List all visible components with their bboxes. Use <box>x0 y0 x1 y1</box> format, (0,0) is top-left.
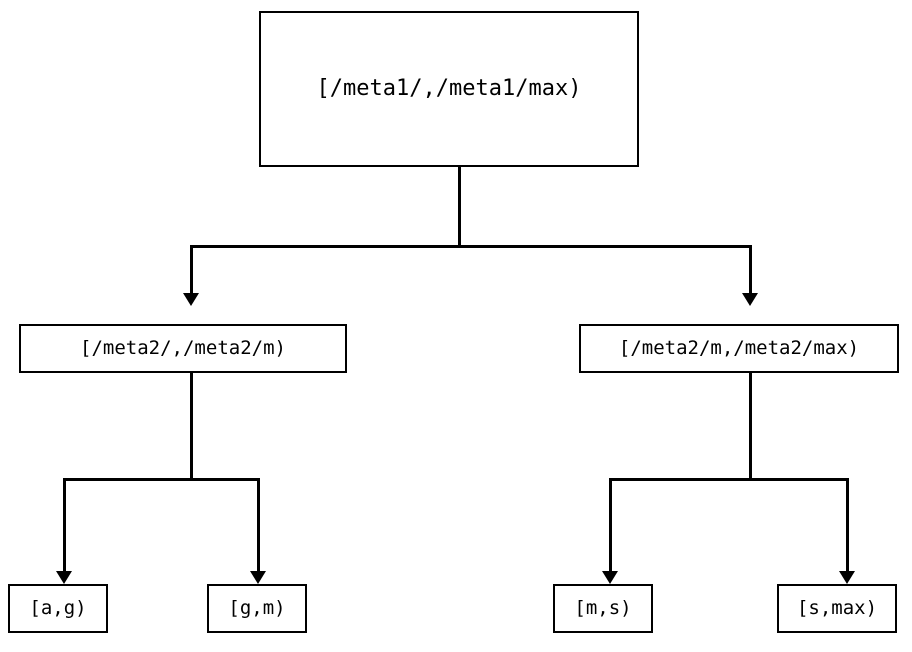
node-leaf-gm-label: [g,m) <box>228 597 286 619</box>
edge-root-to-mid-right <box>749 245 752 293</box>
edge-mid-left-to-leaf-gm <box>257 478 260 571</box>
node-leaf-gm[interactable]: [g,m) <box>207 584 307 633</box>
node-mid-right[interactable]: [/meta2/m,/meta2/max) <box>579 324 899 373</box>
arrowhead-leaf-gm-icon <box>250 571 266 584</box>
node-mid-left-label: [/meta2/,/meta2/m) <box>80 337 286 359</box>
edge-mid-right-stem <box>749 373 752 480</box>
node-leaf-ag-label: [a,g) <box>29 597 87 619</box>
node-leaf-ms[interactable]: [m,s) <box>553 584 653 633</box>
node-root-label: [/meta1/,/meta1/max) <box>316 76 582 101</box>
edge-mid-right-to-leaf-smax <box>846 478 849 571</box>
edge-left-subtree-bus <box>63 478 260 481</box>
node-mid-right-label: [/meta2/m,/meta2/max) <box>618 337 860 359</box>
edge-mid-right-to-leaf-ms <box>609 478 612 571</box>
node-leaf-ms-label: [m,s) <box>574 597 632 619</box>
edge-root-stem <box>458 167 461 246</box>
node-root[interactable]: [/meta1/,/meta1/max) <box>259 11 639 167</box>
edge-level1-bus <box>190 245 751 248</box>
edge-mid-left-to-leaf-ag <box>63 478 66 571</box>
arrowhead-leaf-ag-icon <box>56 571 72 584</box>
arrowhead-leaf-smax-icon <box>839 571 855 584</box>
edge-root-to-mid-left <box>190 245 193 293</box>
arrowhead-mid-left-icon <box>183 293 199 306</box>
arrowhead-leaf-ms-icon <box>602 571 618 584</box>
edge-mid-left-stem <box>190 373 193 480</box>
node-mid-left[interactable]: [/meta2/,/meta2/m) <box>19 324 347 373</box>
node-leaf-ag[interactable]: [a,g) <box>8 584 108 633</box>
edge-right-subtree-bus <box>609 478 849 481</box>
node-leaf-smax[interactable]: [s,max) <box>777 584 897 633</box>
arrowhead-mid-right-icon <box>742 293 758 306</box>
node-leaf-smax-label: [s,max) <box>796 597 878 619</box>
